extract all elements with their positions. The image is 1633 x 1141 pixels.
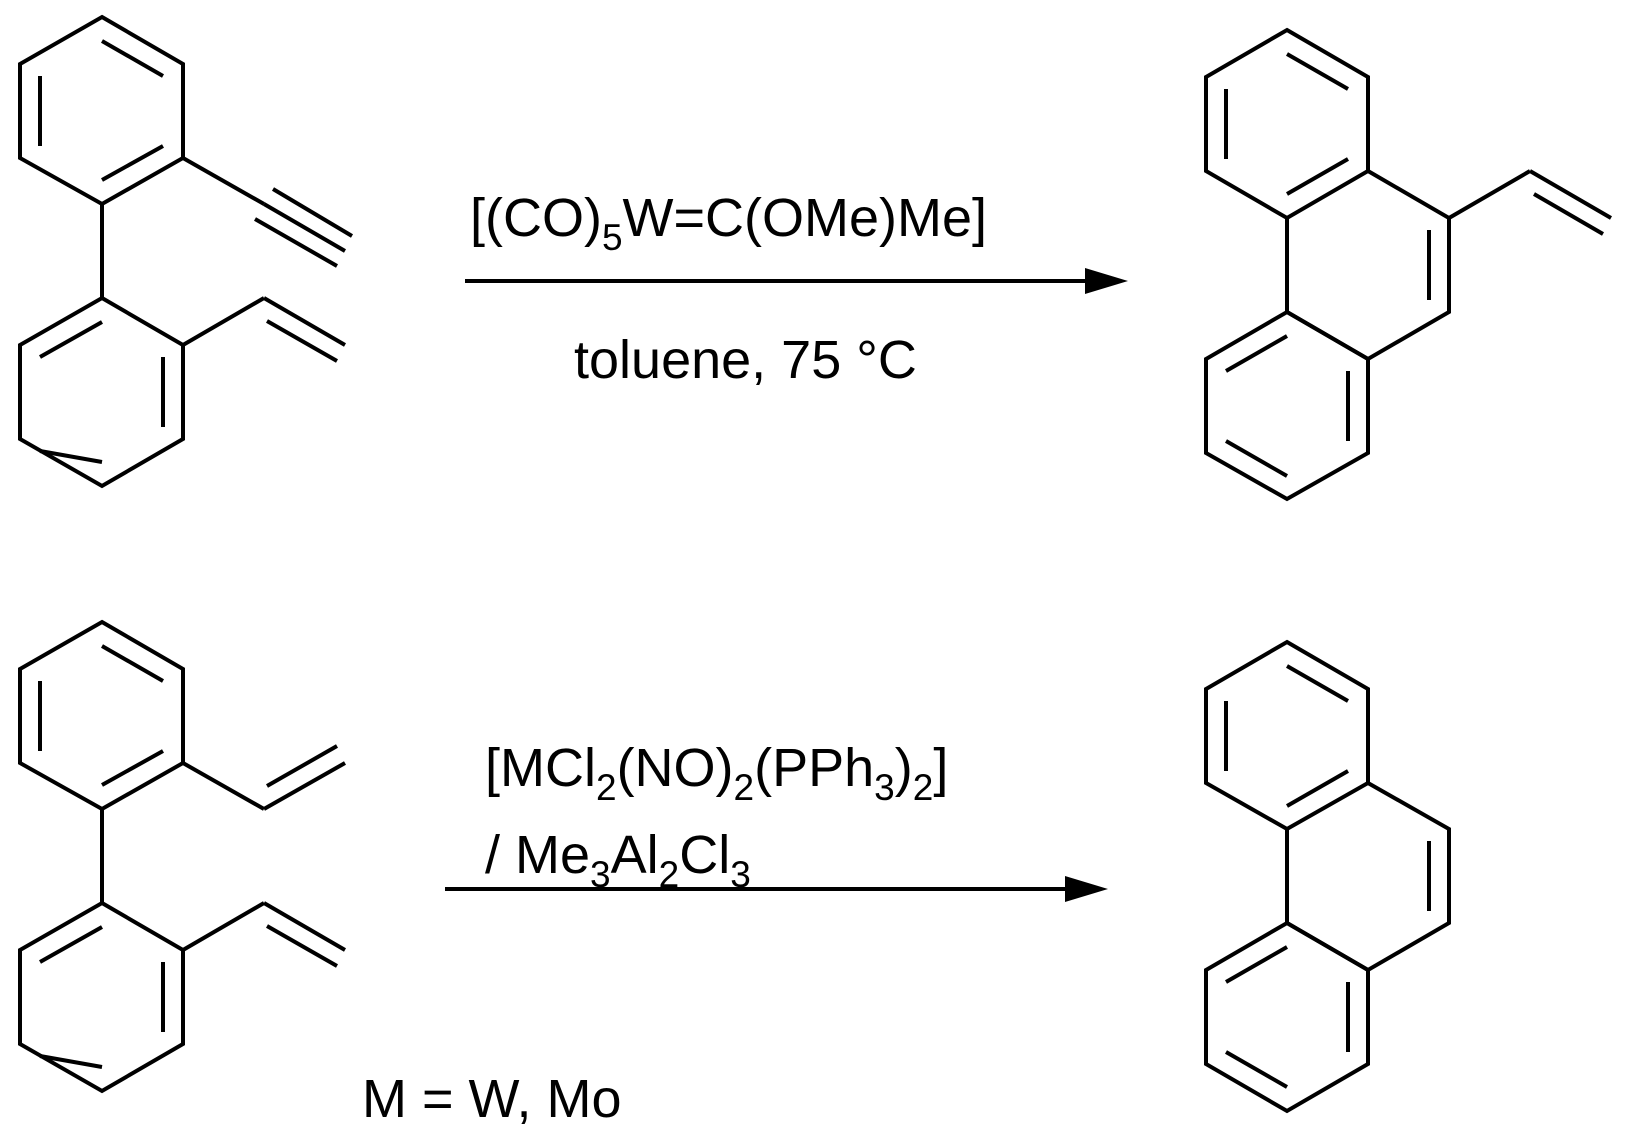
reactant-1-vinyl-bond [181,296,266,347]
reaction-2-catalyst: [MCl2(NO)2(PPh3)2] [485,738,948,808]
reactant-2-upper-ring [18,619,185,812]
reactant-2-lower-ring [18,900,185,1094]
reaction-1-arrow [465,268,1128,294]
product-1-lower-ring-double-bond [1225,439,1288,478]
formula-text: [MCl [485,738,596,798]
product-1-middle-ring [1285,169,1451,362]
formula-subscript: 3 [874,767,895,808]
reaction-2-arrow [445,876,1108,902]
product-2-middle-ring [1285,781,1451,973]
reactant-1-vinyl-double-bond [262,296,347,347]
product-1-upper-ring-double-bond [1286,52,1349,91]
product-2-structure [1204,639,1451,1114]
reactant-1-lower-ring-double-bond [39,320,103,359]
reactant-1-upper-ring-double-bond [101,144,164,182]
reactant-2-lower-vinyl-bond [181,901,266,952]
reaction-1-catalyst: [(CO)5W=C(OMe)Me] [470,188,987,258]
formula-text: (NO) [617,738,734,798]
formula-subscript: 2 [659,854,680,895]
reactant-2-upper-ring-double-bond [101,644,164,683]
product-1-vinyl-double-bond [1528,169,1613,220]
product-2-upper-ring-double-bond [1286,664,1349,703]
product-2-lower-ring-double-bond [1225,1050,1288,1089]
reactant-2-lower-vinyl-double-bond [266,924,338,968]
product-1-structure [1204,27,1613,502]
reactant-1-ethynyl-triple-bond [262,202,347,253]
formula-subscript: 3 [730,854,751,895]
product-1-vinyl-bond [1447,169,1532,220]
reactant-1-ethynyl-triple-bond [271,187,354,238]
formula-text: Al [611,825,659,885]
reactant-2-upper-ring-double-bond [101,749,164,787]
reactant-2-lower-vinyl-double-bond [262,901,347,952]
reaction-1-conditions: toluene, 75 °C [574,330,917,390]
reactant-1-ethynyl-triple-bond [254,217,338,268]
reactant-1-lower-ring-double-bond [39,449,103,464]
reactant-2-structure [18,619,347,1094]
product-1-lower-ring-double-bond [1225,334,1288,373]
reactant-1-structure [18,14,354,489]
formula-text: Cl [679,825,730,885]
reactant-1-vinyl-double-bond [266,319,338,363]
formula-text: / Me [485,825,590,885]
product-2-upper-ring-double-bond [1286,769,1349,808]
reaction-2-cocatalyst: / Me3Al2Cl3 [485,825,751,895]
reactant-1-upper-ring [18,14,185,207]
formula-text: ) [895,738,913,798]
formula-subscript: 2 [596,767,617,808]
product-1-vinyl-double-bond [1532,192,1605,236]
reactant-1-upper-ring-double-bond [101,39,164,78]
reactant-2-upper-vinyl-double-bond [263,761,346,811]
reactant-1-lower-ring [18,295,185,489]
product-2-lower-ring-double-bond [1225,945,1288,984]
product-2-upper-ring [1204,639,1370,832]
formula-text: ] [933,738,948,798]
formula-text: (PPh [754,738,874,798]
formula-subscript: 2 [913,767,934,808]
reactant-2-lower-ring-double-bond [39,1054,103,1069]
reactant-2-upper-vinyl-bond [182,761,265,811]
product-1-upper-ring-double-bond [1286,157,1349,196]
product-1-lower-ring [1204,309,1370,502]
product-2-lower-ring [1204,920,1370,1114]
reactant-1-ethynyl-bond [182,156,265,206]
reaction-2-metal-footnote: M = W, Mo [362,1069,622,1129]
formula-subscript: 3 [590,854,611,895]
product-1-upper-ring [1204,27,1370,221]
reactant-2-lower-ring-double-bond [39,925,103,964]
formula-subscript: 2 [734,767,755,808]
reactant-2-upper-vinyl-double-bond [266,744,338,788]
